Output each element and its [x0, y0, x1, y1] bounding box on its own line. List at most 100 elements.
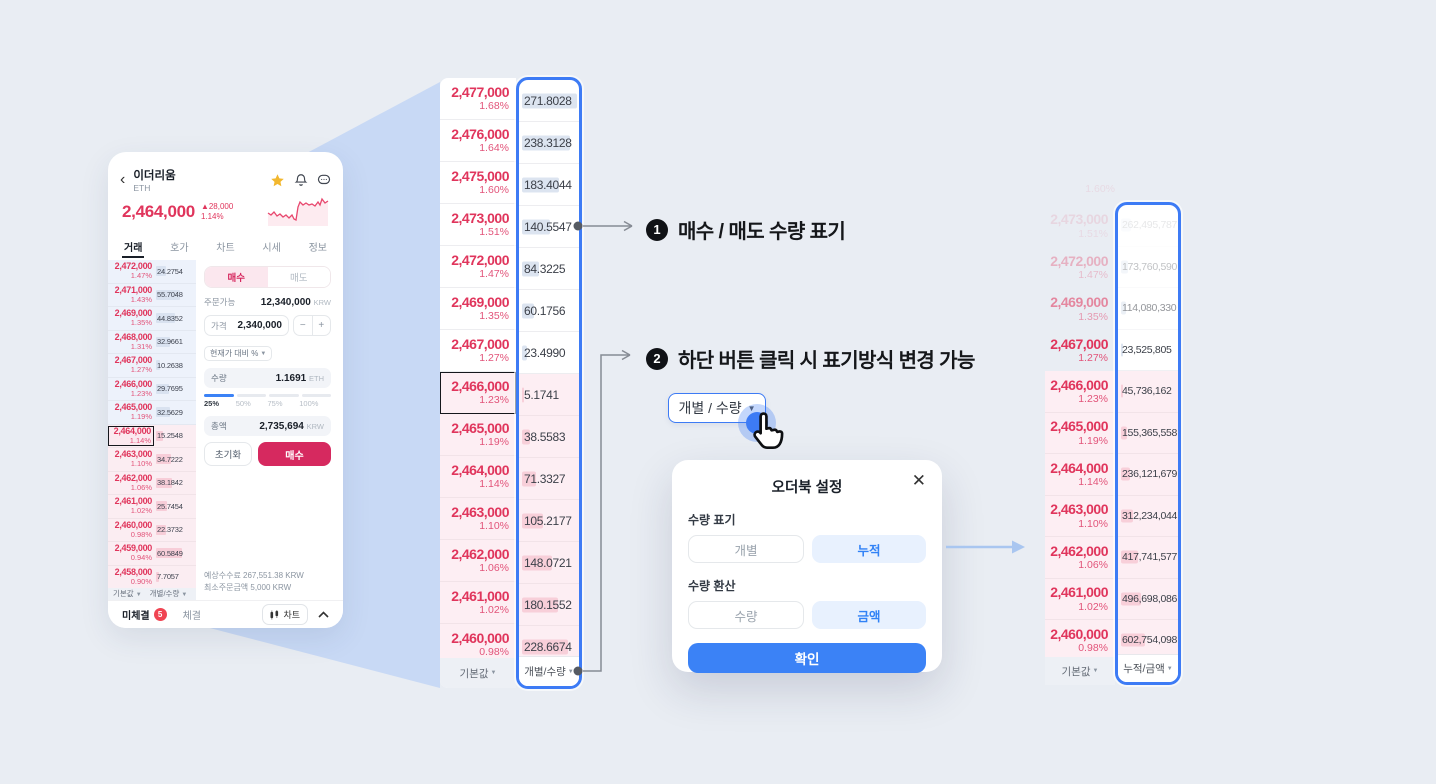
amount-row[interactable]: 417,741,577 — [1118, 537, 1178, 579]
chart-button[interactable]: 차트 — [262, 604, 308, 625]
collapse-icon[interactable] — [318, 611, 329, 618]
buy-button[interactable]: 매수 — [258, 442, 331, 466]
display-mode-dropdown[interactable]: 개별/수량▼ — [519, 656, 579, 686]
confirm-button[interactable]: 확인 — [688, 643, 926, 673]
quantity-row[interactable]: 271.8028 — [519, 80, 579, 122]
quantity-row[interactable]: 180.1552 — [519, 584, 579, 626]
close-icon[interactable]: ✕ — [911, 471, 926, 490]
quantity-row[interactable]: 183.4044 — [519, 164, 579, 206]
tab-quotes[interactable]: 시세 — [262, 243, 281, 254]
option-amount[interactable]: 금액 — [812, 601, 926, 629]
slider-75[interactable]: 75% — [267, 399, 283, 408]
sell-tab[interactable]: 매도 — [267, 267, 330, 287]
amount-row[interactable]: 496,698,086 — [1118, 578, 1178, 620]
quantity-row[interactable]: 84.3225 — [519, 248, 579, 290]
default-dropdown[interactable]: 기본값▼ — [440, 658, 516, 688]
filled-orders-tab[interactable]: 체결 — [182, 611, 202, 622]
amount-row[interactable]: 312,234,044 — [1118, 495, 1178, 537]
quantity-row[interactable]: 228.6674 — [519, 626, 579, 656]
open-orders-tab[interactable]: 미체결 5 — [122, 607, 167, 622]
amount-row[interactable]: 236,121,679 — [1118, 454, 1178, 496]
quantity-row[interactable]: 238.3128 — [519, 122, 579, 164]
back-icon[interactable]: ‹ — [120, 171, 126, 188]
buy-tab[interactable]: 매수 — [205, 267, 268, 287]
slider-50[interactable]: 50% — [235, 399, 251, 408]
price-mode-dropdown[interactable]: 현재가 대비 %▼ — [204, 346, 273, 361]
default-dropdown[interactable]: 기본값▼ — [113, 589, 142, 599]
amount-row[interactable]: 173,760,590 — [1118, 247, 1178, 288]
star-icon[interactable] — [270, 173, 285, 188]
quantity-row[interactable]: 5.1741 — [519, 374, 579, 416]
default-dropdown[interactable]: 기본값▼ — [1045, 657, 1115, 685]
reset-button[interactable]: 초기화 — [204, 442, 252, 466]
tab-orderbook[interactable]: 호가 — [170, 243, 189, 254]
amount-row[interactable]: 45,736,162 — [1118, 371, 1178, 413]
quantity-row[interactable]: 71.3327 — [519, 458, 579, 500]
minus-button[interactable]: − — [294, 316, 313, 335]
tab-info[interactable]: 정보 — [308, 243, 327, 254]
option-individual[interactable]: 개별 — [688, 535, 804, 563]
quantity-row[interactable]: 23.4990 — [519, 332, 579, 374]
tab-chart[interactable]: 차트 — [216, 243, 235, 254]
quantity-input[interactable]: 수량 1.1691 ETH — [204, 368, 331, 388]
chat-icon[interactable] — [317, 173, 331, 187]
slider-100[interactable]: 100% — [299, 399, 319, 408]
option-cumulative[interactable]: 누적 — [812, 535, 926, 563]
tab-trade[interactable]: 거래 — [122, 236, 145, 258]
quantity-row[interactable]: 148.0721 — [519, 542, 579, 584]
quantity-row[interactable]: 38.5583 — [519, 416, 579, 458]
bell-icon[interactable] — [294, 173, 308, 187]
amount-row[interactable]: 155,365,558 — [1118, 412, 1178, 454]
quantity-row[interactable]: 60.1756 — [519, 290, 579, 332]
display-mode-dropdown[interactable]: 개별/수량▼ — [149, 589, 188, 599]
amount-row[interactable]: 262,495,787 — [1118, 205, 1178, 247]
slider-25[interactable]: 25% — [204, 399, 220, 408]
price-input[interactable]: 가격 2,340,000 — [204, 315, 289, 336]
quantity-row[interactable]: 105.2177 — [519, 500, 579, 542]
amount-row[interactable]: 114,080,330 — [1118, 288, 1178, 330]
option-quantity[interactable]: 수량 — [688, 601, 804, 629]
plus-button[interactable]: + — [318, 320, 325, 331]
quantity-row[interactable]: 140.5547 — [519, 206, 579, 248]
percent-slider[interactable]: 25% 50% 75% 100% — [204, 394, 331, 408]
amount-row[interactable]: 602,754,098 — [1118, 620, 1178, 654]
